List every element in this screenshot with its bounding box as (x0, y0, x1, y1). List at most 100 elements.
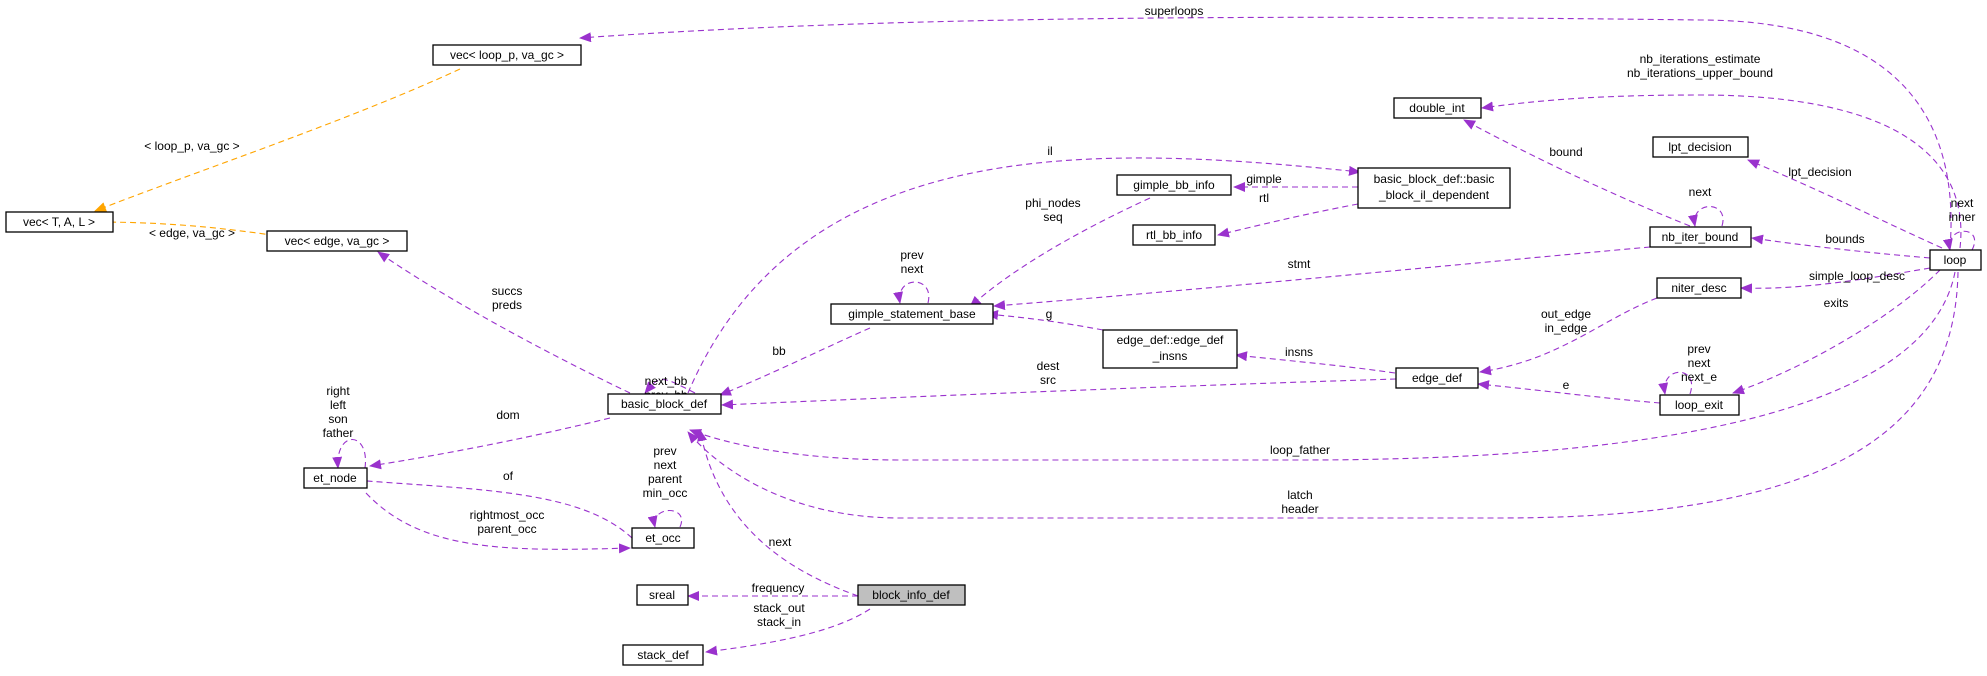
edge-label-loop-father: loop_father (1270, 443, 1330, 457)
node-vec-loop-p[interactable]: vec< loop_p, va_gc > (432, 44, 582, 66)
node-stack-def[interactable]: stack_def (622, 644, 704, 666)
edge-il: il (687, 144, 1361, 394)
node-niter-desc[interactable]: niter_desc (1656, 277, 1742, 299)
edge-loop-self: next inner (1942, 196, 1975, 251)
svg-text:lpt_decision: lpt_decision (1668, 140, 1731, 154)
svg-text:rtl_bb_info: rtl_bb_info (1146, 228, 1202, 242)
edge-label-gimple: gimple (1246, 172, 1282, 186)
node-lpt-decision[interactable]: lpt_decision (1652, 136, 1749, 158)
svg-text:nb_iter_bound: nb_iter_bound (1662, 230, 1739, 244)
node-bb-il-dependent[interactable]: basic_block_def::basic _block_il_depende… (1357, 167, 1511, 209)
edge-et-occ-self: prev next parent min_occ (643, 444, 688, 528)
edge-label-exit-next: next (1688, 356, 1711, 370)
svg-text:vec< loop_p, va_gc >: vec< loop_p, va_gc > (450, 48, 564, 62)
node-vec-edge[interactable]: vec< edge, va_gc > (266, 230, 408, 252)
node-loop[interactable]: loop (1929, 249, 1982, 271)
svg-text:gimple_bb_info: gimple_bb_info (1133, 178, 1215, 192)
edge-label-nb-iter-upper: nb_iterations_upper_bound (1627, 66, 1773, 80)
edge-label-edge-va-gc: < edge, va_gc > (149, 226, 235, 240)
node-rtl-bb-info[interactable]: rtl_bb_info (1132, 224, 1216, 246)
edge-label-nb-iter-next: next (1689, 185, 1712, 199)
edge-simple-loop-desc: simple_loop_desc (1740, 267, 1931, 294)
edge-nb-iterations: nb_iterations_estimate nb_iterations_upp… (1481, 52, 1962, 249)
edge-label-next-bb: next_bb (645, 374, 688, 388)
node-sreal[interactable]: sreal (636, 584, 689, 606)
svg-text:block_info_def: block_info_def (872, 588, 950, 602)
edge-label-stack-out: stack_out (753, 601, 805, 615)
node-edge-def-insns[interactable]: edge_def::edge_def _insns (1102, 329, 1238, 369)
svg-text:et_occ: et_occ (645, 531, 680, 545)
edge-label-dest: dest (1037, 359, 1060, 373)
edge-e: e (1477, 378, 1661, 404)
node-et-node[interactable]: et_node (303, 467, 368, 489)
node-gimple-statement-base[interactable]: gimple_statement_base (830, 303, 994, 325)
edge-dest-src: dest src (721, 359, 1397, 410)
svg-text:edge_def::edge_def: edge_def::edge_def (1117, 333, 1224, 347)
edge-label-insns: insns (1285, 345, 1313, 359)
edge-label-latch: latch (1287, 488, 1312, 502)
svg-text:vec< edge, va_gc >: vec< edge, va_gc > (285, 234, 390, 248)
node-gimple-bb-info[interactable]: gimple_bb_info (1116, 174, 1232, 196)
edge-label-bound: bound (1549, 145, 1582, 159)
edge-label-phi-nodes: phi_nodes (1025, 196, 1080, 210)
node-basic-block-def[interactable]: basic_block_def (607, 393, 722, 415)
node-vec-tal[interactable]: vec< T, A, L > (5, 211, 114, 233)
edge-bb: bb (719, 327, 871, 396)
node-double-int[interactable]: double_int (1393, 97, 1482, 119)
edge-label-loop-p-va-gc: < loop_p, va_gc > (144, 139, 239, 153)
svg-text:loop: loop (1944, 253, 1967, 267)
edge-label-g: g (1046, 307, 1053, 321)
node-et-occ[interactable]: et_occ (631, 527, 695, 549)
edge-label-rtl: rtl (1259, 191, 1269, 205)
edge-label-loop-next: next (1951, 196, 1974, 210)
edge-label-e: e (1563, 378, 1570, 392)
edge-exits: exits (1732, 269, 1941, 395)
edge-label-frequency: frequency (752, 581, 805, 595)
edge-next: next (697, 429, 859, 597)
svg-text:edge_def: edge_def (1412, 371, 1463, 385)
edge-label-rightmost-occ: rightmost_occ (470, 508, 545, 522)
edge-label-out-edge: out_edge (1541, 307, 1591, 321)
edge-g: g (986, 307, 1104, 331)
node-edge-def[interactable]: edge_def (1395, 367, 1479, 389)
svg-text:stack_def: stack_def (637, 648, 689, 662)
edge-phi-seq: phi_nodes seq (969, 196, 1151, 308)
edge-label-bounds: bounds (1825, 232, 1864, 246)
edge-label-min-occ: min_occ (643, 486, 688, 500)
edge-label-dom: dom (496, 408, 519, 422)
edge-stack: stack_out stack_in (705, 601, 871, 656)
edge-label-simple-loop-desc: simple_loop_desc (1809, 269, 1905, 283)
svg-text:basic_block_def: basic_block_def (621, 397, 708, 411)
edge-label-of: of (503, 469, 514, 483)
edge-label-father: father (323, 426, 354, 440)
edge-loop-exit-self: prev next next_e (1658, 342, 1717, 395)
node-block-info-def[interactable]: block_info_def (857, 584, 966, 606)
edge-label-occ-parent: parent (648, 472, 683, 486)
svg-text:_insns: _insns (1152, 349, 1188, 363)
edge-superloops: superloops (579, 4, 1952, 249)
edge-label-bb: bb (772, 344, 786, 358)
edge-gimple-self: prev next (893, 248, 930, 304)
edge-nb-iter-self: next (1688, 185, 1724, 227)
edge-occ: rightmost_occ parent_occ (365, 492, 631, 554)
edge-label-stack-in: stack_in (757, 615, 801, 629)
node-loop-exit[interactable]: loop_exit (1659, 394, 1740, 416)
edge-label-stmt: stmt (1288, 257, 1311, 271)
edge-latch-header: latch header (687, 271, 1959, 519)
svg-text:_block_il_dependent: _block_il_dependent (1378, 188, 1490, 202)
edge-label-in-edge: in_edge (1545, 321, 1588, 335)
edge-label-gimple-next: next (901, 262, 924, 276)
node-nb-iter-bound[interactable]: nb_iter_bound (1649, 226, 1752, 248)
edge-label-parent-occ: parent_occ (477, 522, 536, 536)
edge-label-next: next (769, 535, 792, 549)
edge-stmt: stmt (993, 246, 1651, 311)
edge-dom: dom (369, 408, 611, 470)
edge-succs-preds: succs preds (377, 251, 631, 394)
edge-frequency: frequency (687, 581, 858, 601)
svg-text:sreal: sreal (649, 588, 675, 602)
edge-bound: bound (1463, 119, 1691, 227)
svg-text:niter_desc: niter_desc (1671, 281, 1726, 295)
edge-label-exit-prev: prev (1687, 342, 1710, 356)
edge-vec-loop-p-template: < loop_p, va_gc > (94, 68, 461, 212)
